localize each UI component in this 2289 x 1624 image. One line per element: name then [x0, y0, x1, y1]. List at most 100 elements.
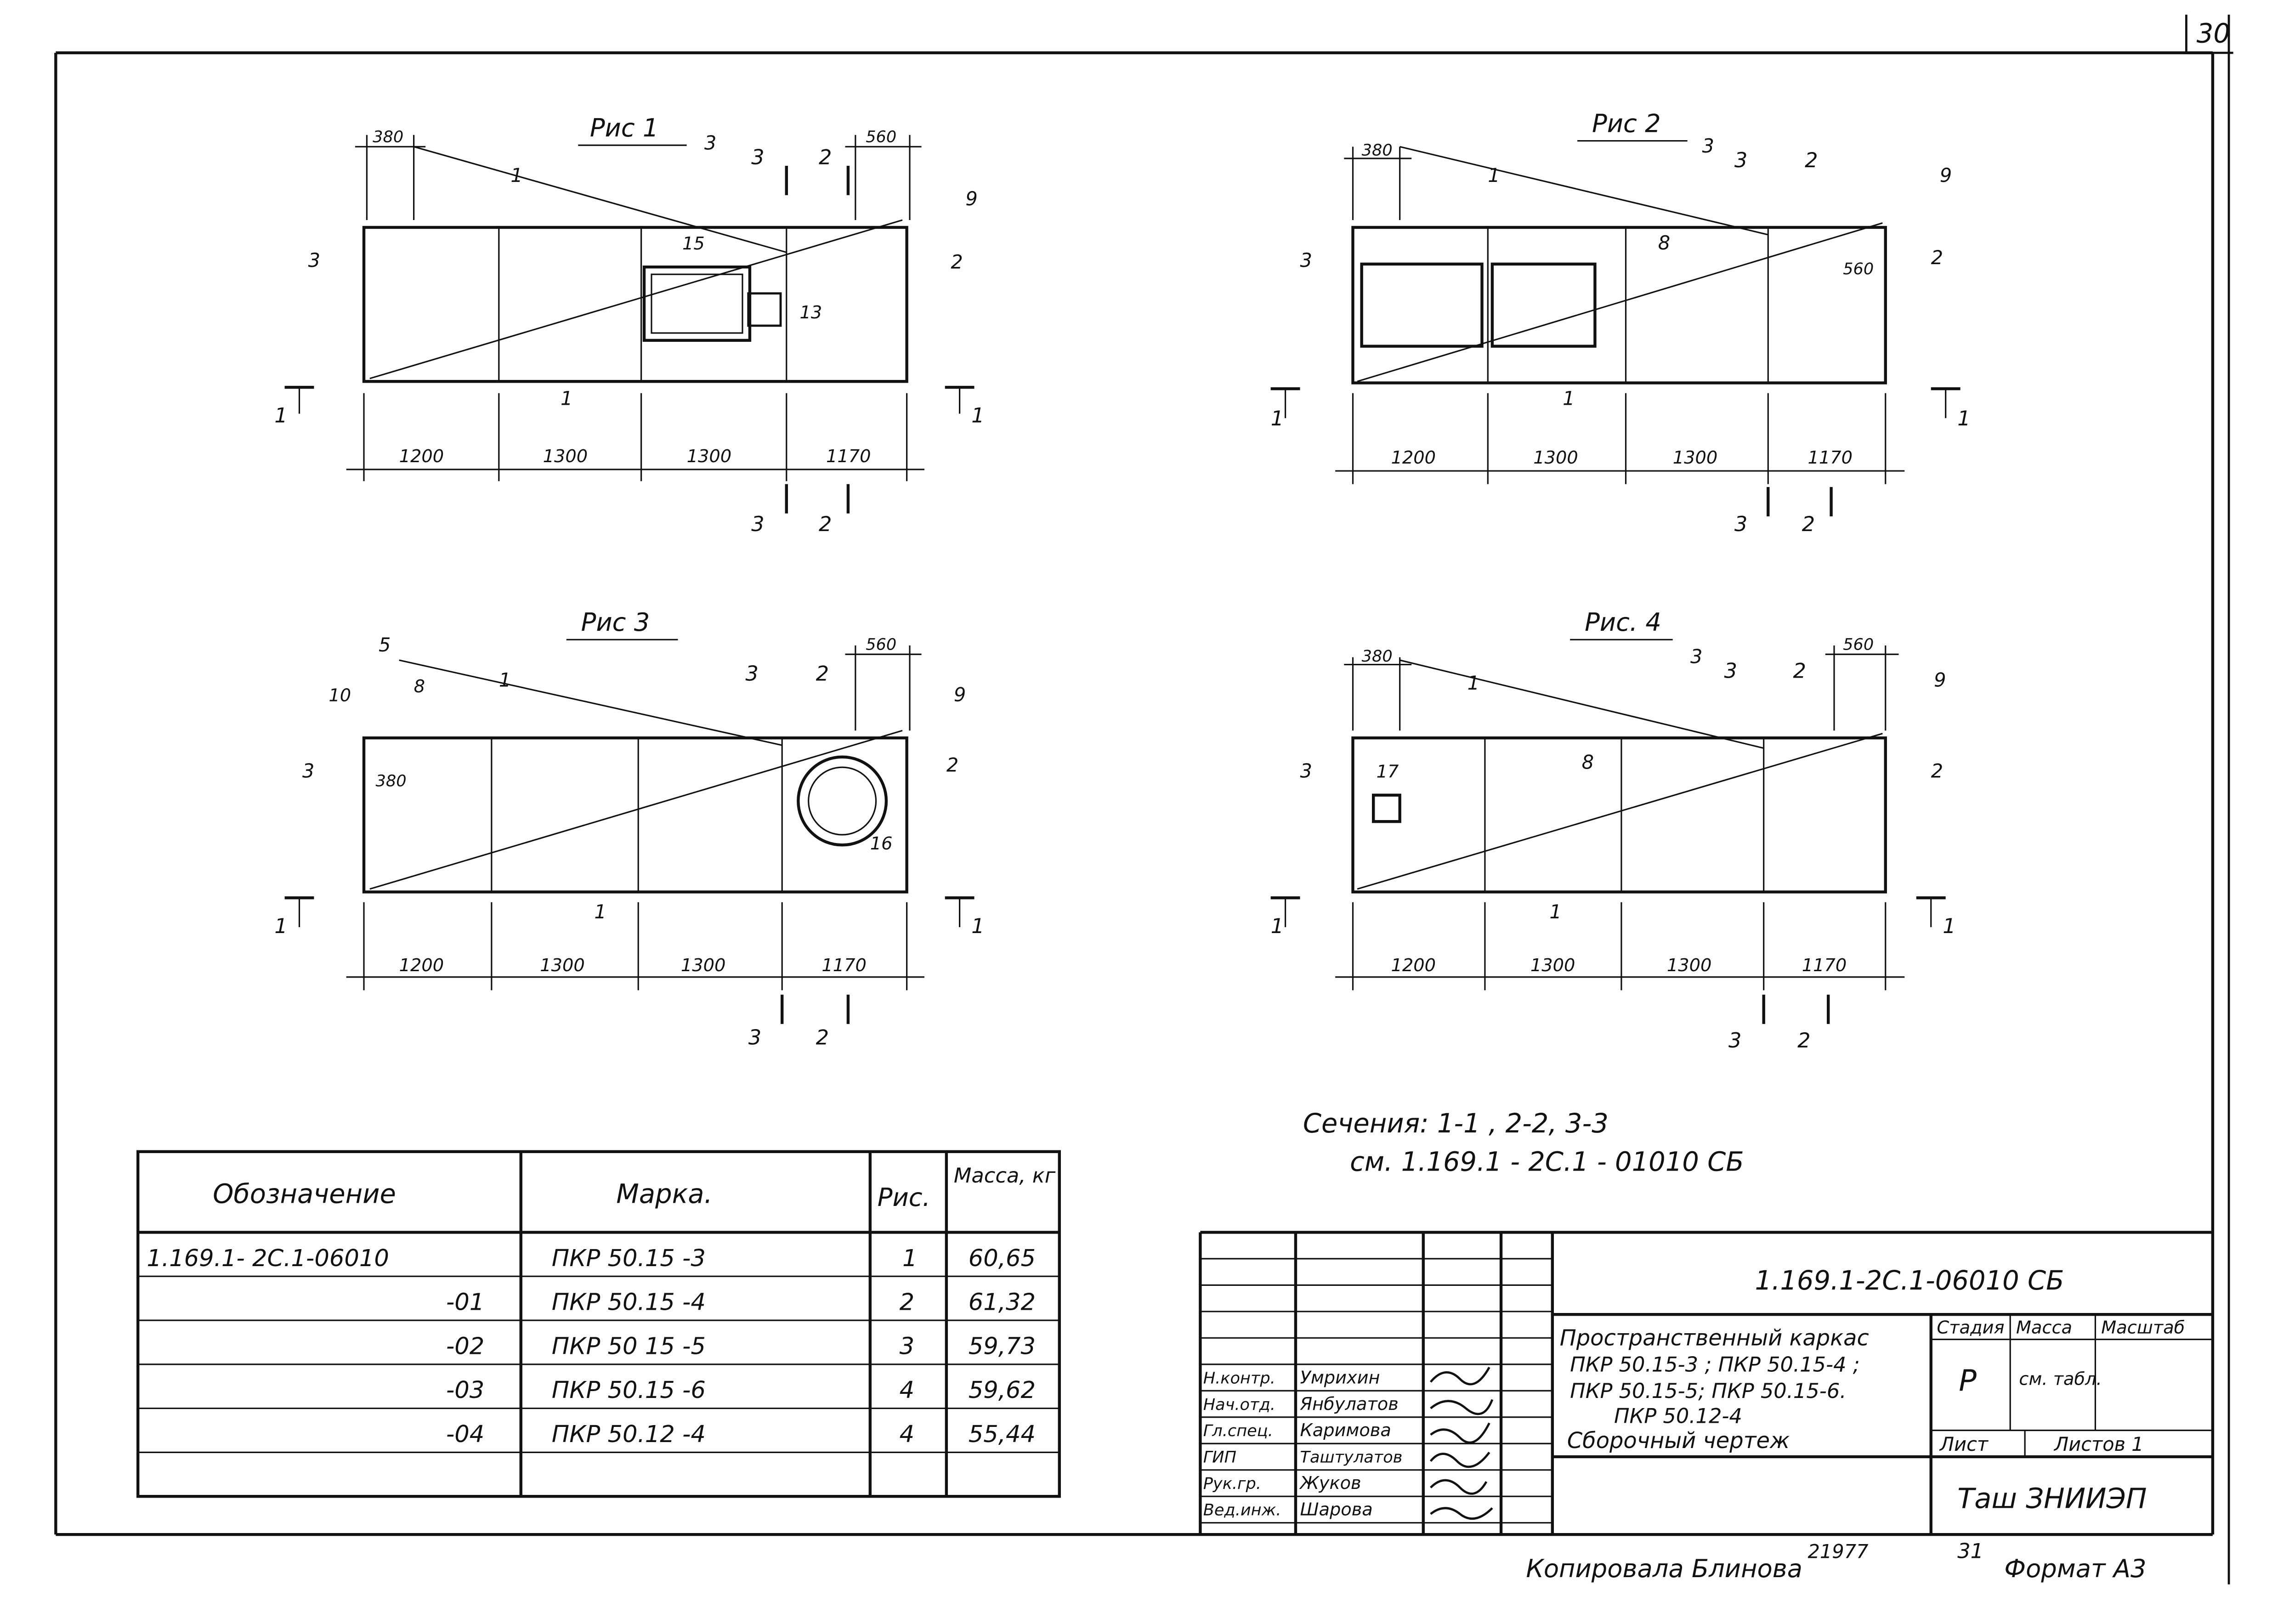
- page-number: 30: [2197, 18, 2230, 49]
- leader-10: 10: [329, 685, 351, 706]
- dim-bottom-2: 1300: [1530, 955, 1575, 976]
- leader-12: 13: [800, 302, 822, 323]
- dim-bottom-3: 1300: [1667, 955, 1712, 976]
- row-1-mark: ПКР 50.15 -4: [552, 1289, 706, 1316]
- staff-role-1: Нач.отд.: [1203, 1395, 1275, 1414]
- dim-bottom-4: 1170: [826, 446, 871, 467]
- row-3-mass: 59,62: [969, 1377, 1036, 1404]
- title-block: 1.169.1-2С.1-06010 СБ Пространственный к…: [1199, 1231, 2213, 1535]
- stage-value: Р: [1959, 1364, 1977, 1398]
- figure-1: Рис 1 380 560 1200 1300 1300 1170 1 1: [274, 113, 984, 536]
- leader-1-bottom: 1: [594, 900, 606, 923]
- section-mark-3-top: 3: [1724, 659, 1737, 683]
- row-2-mark: ПКР 50 15 -5: [552, 1333, 706, 1360]
- dim-bottom-4: 1170: [822, 955, 867, 976]
- section-mark-1-left: 1: [1271, 407, 1284, 430]
- leader-1: 1: [510, 164, 522, 187]
- row-4-mark: ПКР 50.12 -4: [552, 1421, 706, 1448]
- section-mark-1-left: 1: [274, 914, 287, 938]
- leader-9: 9: [965, 187, 977, 210]
- name-line-5: Сборочный чертеж: [1567, 1428, 1790, 1454]
- section-mark-3-top: 3: [745, 662, 758, 686]
- leader-6: 8: [1582, 751, 1594, 773]
- dim-bottom-2: 1300: [543, 446, 588, 467]
- row-3-fig: 4: [900, 1377, 915, 1404]
- leader-5: 3: [1690, 645, 1702, 668]
- header-mark: Марка.: [616, 1179, 712, 1210]
- section-mark-3-top: 3: [751, 146, 764, 170]
- leader-2: 2: [1931, 759, 1943, 782]
- leader-13: 15: [682, 233, 705, 254]
- footer-inv: 21977: [1808, 1540, 1869, 1562]
- sheet-label: Лист: [1939, 1433, 1989, 1455]
- section-mark-2-top: 2: [816, 662, 829, 686]
- sheet-frame: [54, 14, 2233, 1584]
- staff-role-4: Рук.гр.: [1203, 1474, 1261, 1493]
- dim-bottom-3: 1300: [681, 955, 726, 976]
- leader-3: 3: [308, 249, 320, 272]
- staff-name-4: Жуков: [1299, 1473, 1361, 1494]
- dim-top-right: 560: [1843, 260, 1874, 278]
- figure-title: Рис 2: [1592, 109, 1661, 138]
- leader-3: 3: [1300, 249, 1312, 272]
- col-scale: Масштаб: [2101, 1318, 2185, 1338]
- dim-bottom-1: 1200: [399, 955, 444, 976]
- figure-title: Рис 3: [581, 608, 650, 637]
- pipe-opening: [797, 755, 888, 847]
- header-designation: Обозначение: [213, 1179, 396, 1210]
- figure-title: Рис 1: [590, 113, 659, 142]
- leader-1: 1: [1488, 164, 1500, 187]
- staff-name-5: Шарова: [1300, 1500, 1373, 1520]
- row-0-fig: 1: [902, 1245, 918, 1272]
- leader-17: 17: [1377, 761, 1399, 782]
- dim-top-right: 560: [866, 635, 896, 654]
- section-mark-1-left: 1: [274, 404, 287, 428]
- section-mark-2-bottom: 2: [1797, 1029, 1810, 1052]
- section-mark-3-bottom: 3: [1728, 1029, 1741, 1052]
- col-mass: Масса: [2016, 1318, 2072, 1338]
- leader-1-bottom: 1: [1549, 900, 1561, 923]
- section-mark-2-bottom: 2: [819, 512, 832, 536]
- section-mark-1-right: 1: [1943, 914, 1955, 938]
- row-4-fig: 4: [900, 1421, 915, 1448]
- leader-2: 2: [946, 754, 958, 776]
- staff-name-3: Таштулатов: [1300, 1448, 1403, 1467]
- staff-name-1: Янбулатов: [1300, 1394, 1399, 1415]
- row-1-designation: -01: [446, 1289, 484, 1316]
- leader-5: 5: [379, 634, 391, 656]
- leader-5: 3: [704, 132, 716, 154]
- section-mark-1-right: 1: [1957, 407, 1970, 430]
- dim-bottom-3: 1300: [687, 446, 732, 467]
- figure-title: Рис. 4: [1585, 608, 1661, 637]
- section-mark-1-left: 1: [1271, 914, 1284, 938]
- row-3-designation: -03: [446, 1377, 484, 1404]
- dim-top-left: 380: [1362, 141, 1393, 159]
- row-1-fig: 2: [900, 1289, 915, 1316]
- footer-format: Формат А3: [2004, 1554, 2146, 1583]
- col-stage: Стадия: [1937, 1318, 2005, 1338]
- row-2-fig: 3: [900, 1333, 915, 1360]
- footer-copied: Копировала Блинова: [1526, 1554, 1802, 1583]
- leader-1-bottom: 1: [1563, 387, 1575, 409]
- section-mark-1-right: 1: [971, 914, 984, 938]
- section-mark-2-top: 2: [1793, 659, 1806, 683]
- footer-sheet-no: 31: [1957, 1539, 1983, 1563]
- staff-role-5: Вед.инж.: [1203, 1501, 1281, 1520]
- dim-top-left: 380: [1362, 647, 1393, 666]
- dim-bottom-4: 1170: [1802, 955, 1847, 976]
- leader-1-bottom: 1: [561, 387, 572, 409]
- section-mark-3-bottom: 3: [751, 512, 764, 536]
- leader-2: 2: [1931, 246, 1943, 269]
- leader-9: 9: [954, 683, 966, 706]
- figure-4: Рис. 4 380 560 1200 1300 1300 1170 1 1 3: [1270, 608, 1956, 1052]
- dim-top-right: 560: [1843, 635, 1874, 654]
- section-mark-2-bottom: 2: [1802, 512, 1815, 536]
- row-0-mark: ПКР 50.15 -3: [552, 1245, 706, 1272]
- dim-top-right: 560: [866, 128, 896, 147]
- staff-name-2: Каримова: [1300, 1420, 1391, 1441]
- row-4-mass: 55,44: [969, 1421, 1036, 1448]
- section-mark-3-bottom: 3: [748, 1026, 761, 1050]
- signatures: [1429, 1367, 1494, 1520]
- figure-2: Рис 2 380 560 1200 1300 1300 1170 1 1 3 …: [1270, 109, 1971, 536]
